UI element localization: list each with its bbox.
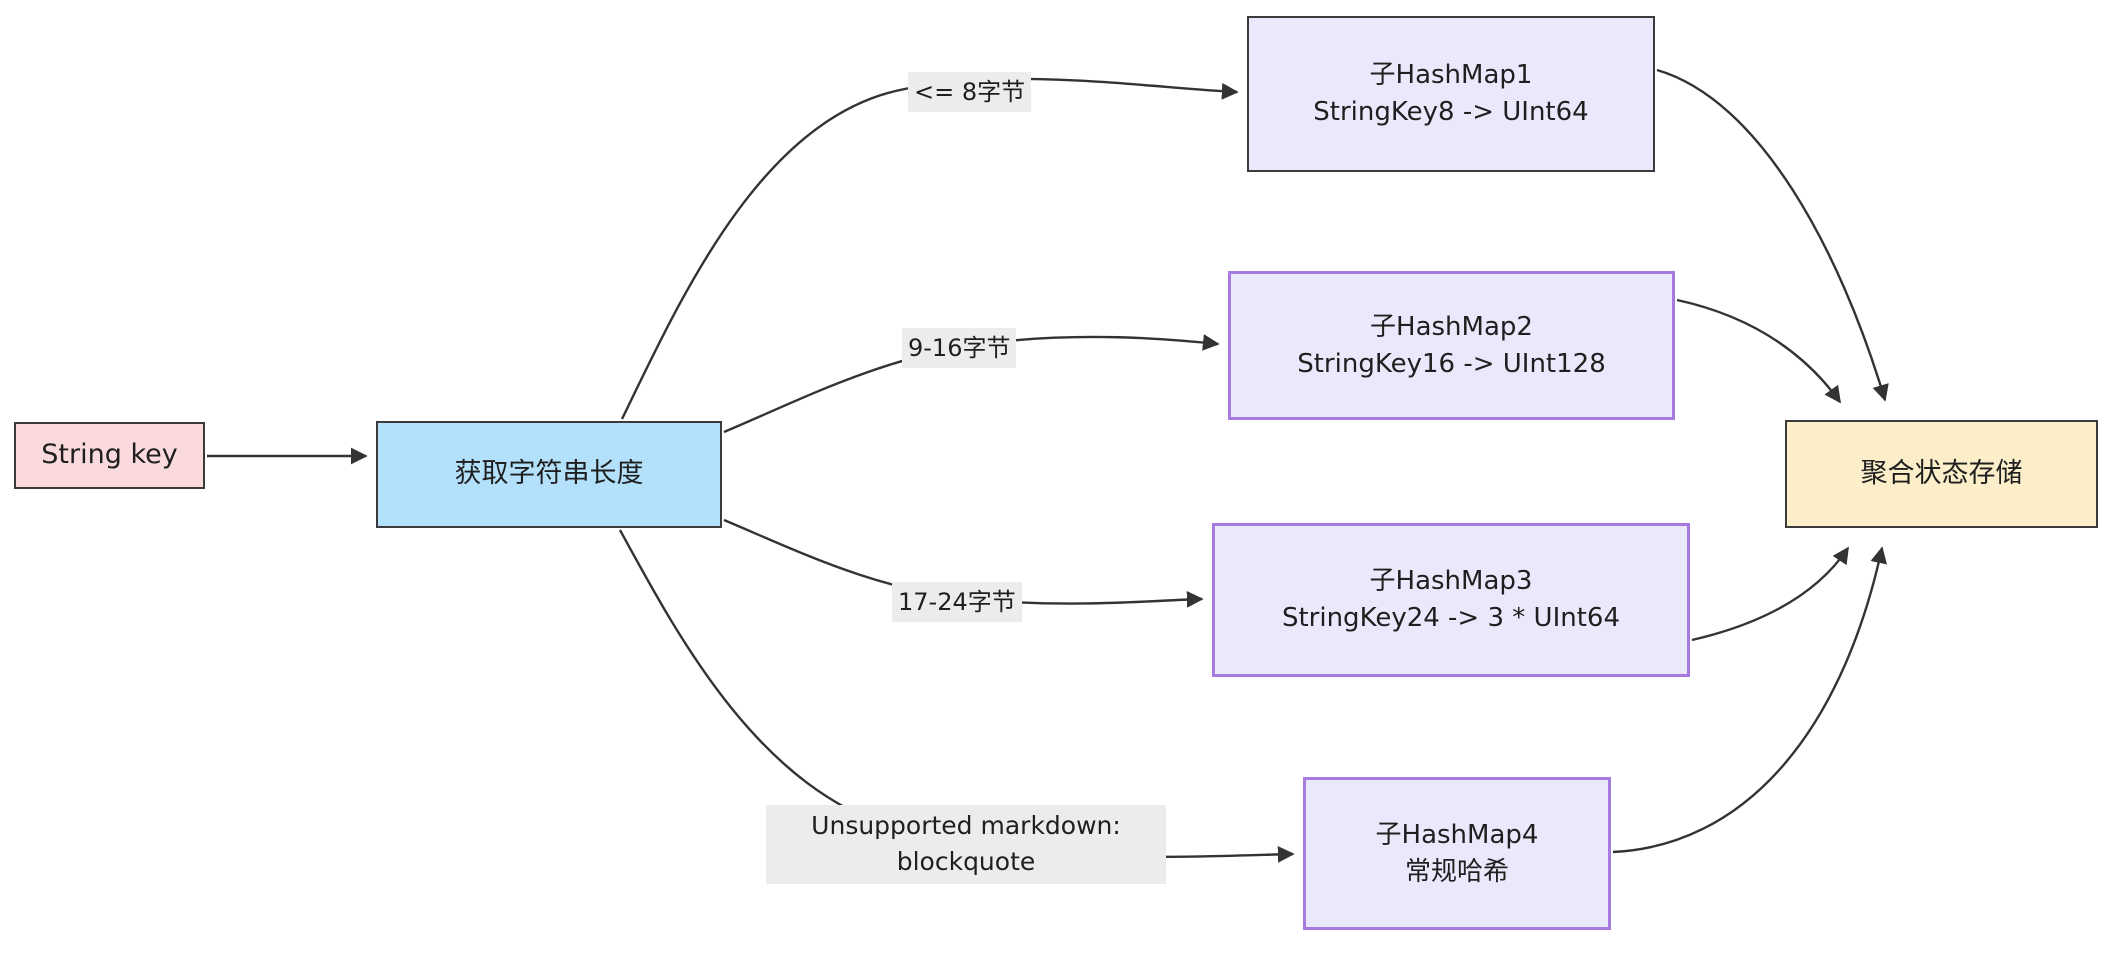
node-aggregate-state-store[interactable]: 聚合状态存储 (1785, 420, 2098, 528)
edge-label-17-24-bytes: 17-24字节 (892, 582, 1022, 623)
edge-label-9-16-bytes: 9-16字节 (902, 328, 1017, 369)
node-hashmap-3[interactable]: 子HashMap3 StringKey24 -> 3 * UInt64 (1212, 523, 1690, 677)
edge-hashmap3-to-aggregate (1691, 546, 1849, 642)
edge-label-le-8-bytes: <= 8字节 (908, 72, 1032, 113)
edge-hashmap2-to-aggregate (1676, 298, 1841, 404)
node-hashmap-3-signature: StringKey24 -> 3 * UInt64 (1281, 603, 1621, 633)
edge-label-fallback-line1: Unsupported markdown: (811, 811, 1121, 840)
node-hashmap-4-title: 子HashMap4 (1375, 819, 1539, 850)
node-get-string-length-label: 获取字符串长度 (454, 458, 644, 490)
node-hashmap-4[interactable]: 子HashMap4 常规哈希 (1303, 777, 1611, 930)
edge-hashmap1-to-aggregate (1656, 68, 1889, 402)
node-hashmap-3-title: 子HashMap3 (1369, 566, 1533, 597)
node-hashmap-1[interactable]: 子HashMap1 StringKey8 -> UInt64 (1247, 16, 1655, 172)
node-hashmap-1-signature: StringKey8 -> UInt64 (1313, 97, 1589, 127)
node-hashmap-4-signature: 常规哈希 (1404, 856, 1509, 887)
node-hashmap-1-title: 子HashMap1 (1369, 60, 1533, 91)
node-get-string-length[interactable]: 获取字符串长度 (376, 421, 722, 528)
node-aggregate-state-store-label: 聚合状态存储 (1860, 457, 2023, 489)
node-hashmap-2-signature: StringKey16 -> UInt128 (1297, 348, 1606, 379)
node-string-key[interactable]: String key (14, 422, 205, 489)
edge-label-fallback: Unsupported markdown: blockquote (766, 805, 1166, 884)
edge-label-fallback-line2: blockquote (896, 847, 1036, 877)
node-hashmap-2[interactable]: 子HashMap2 StringKey16 -> UInt128 (1228, 271, 1675, 420)
node-string-key-label: String key (41, 439, 178, 471)
node-hashmap-2-title: 子HashMap2 (1370, 311, 1533, 342)
